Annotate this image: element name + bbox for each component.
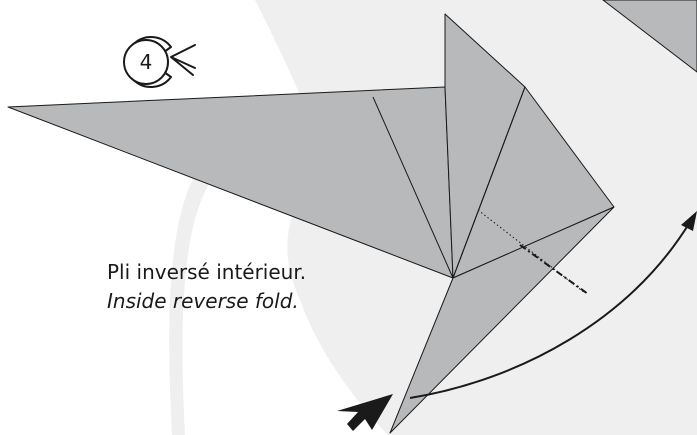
left-wing — [8, 87, 453, 278]
caption-french: Pli inversé intérieur. — [107, 258, 306, 287]
step-number: 4 — [140, 50, 153, 74]
caption-english: Inside reverse fold. — [107, 287, 306, 316]
step-arrow-icon — [171, 45, 195, 75]
fold-caption: Pli inversé intérieur. Inside reverse fo… — [107, 258, 306, 316]
step-badge: 4 — [124, 37, 195, 87]
